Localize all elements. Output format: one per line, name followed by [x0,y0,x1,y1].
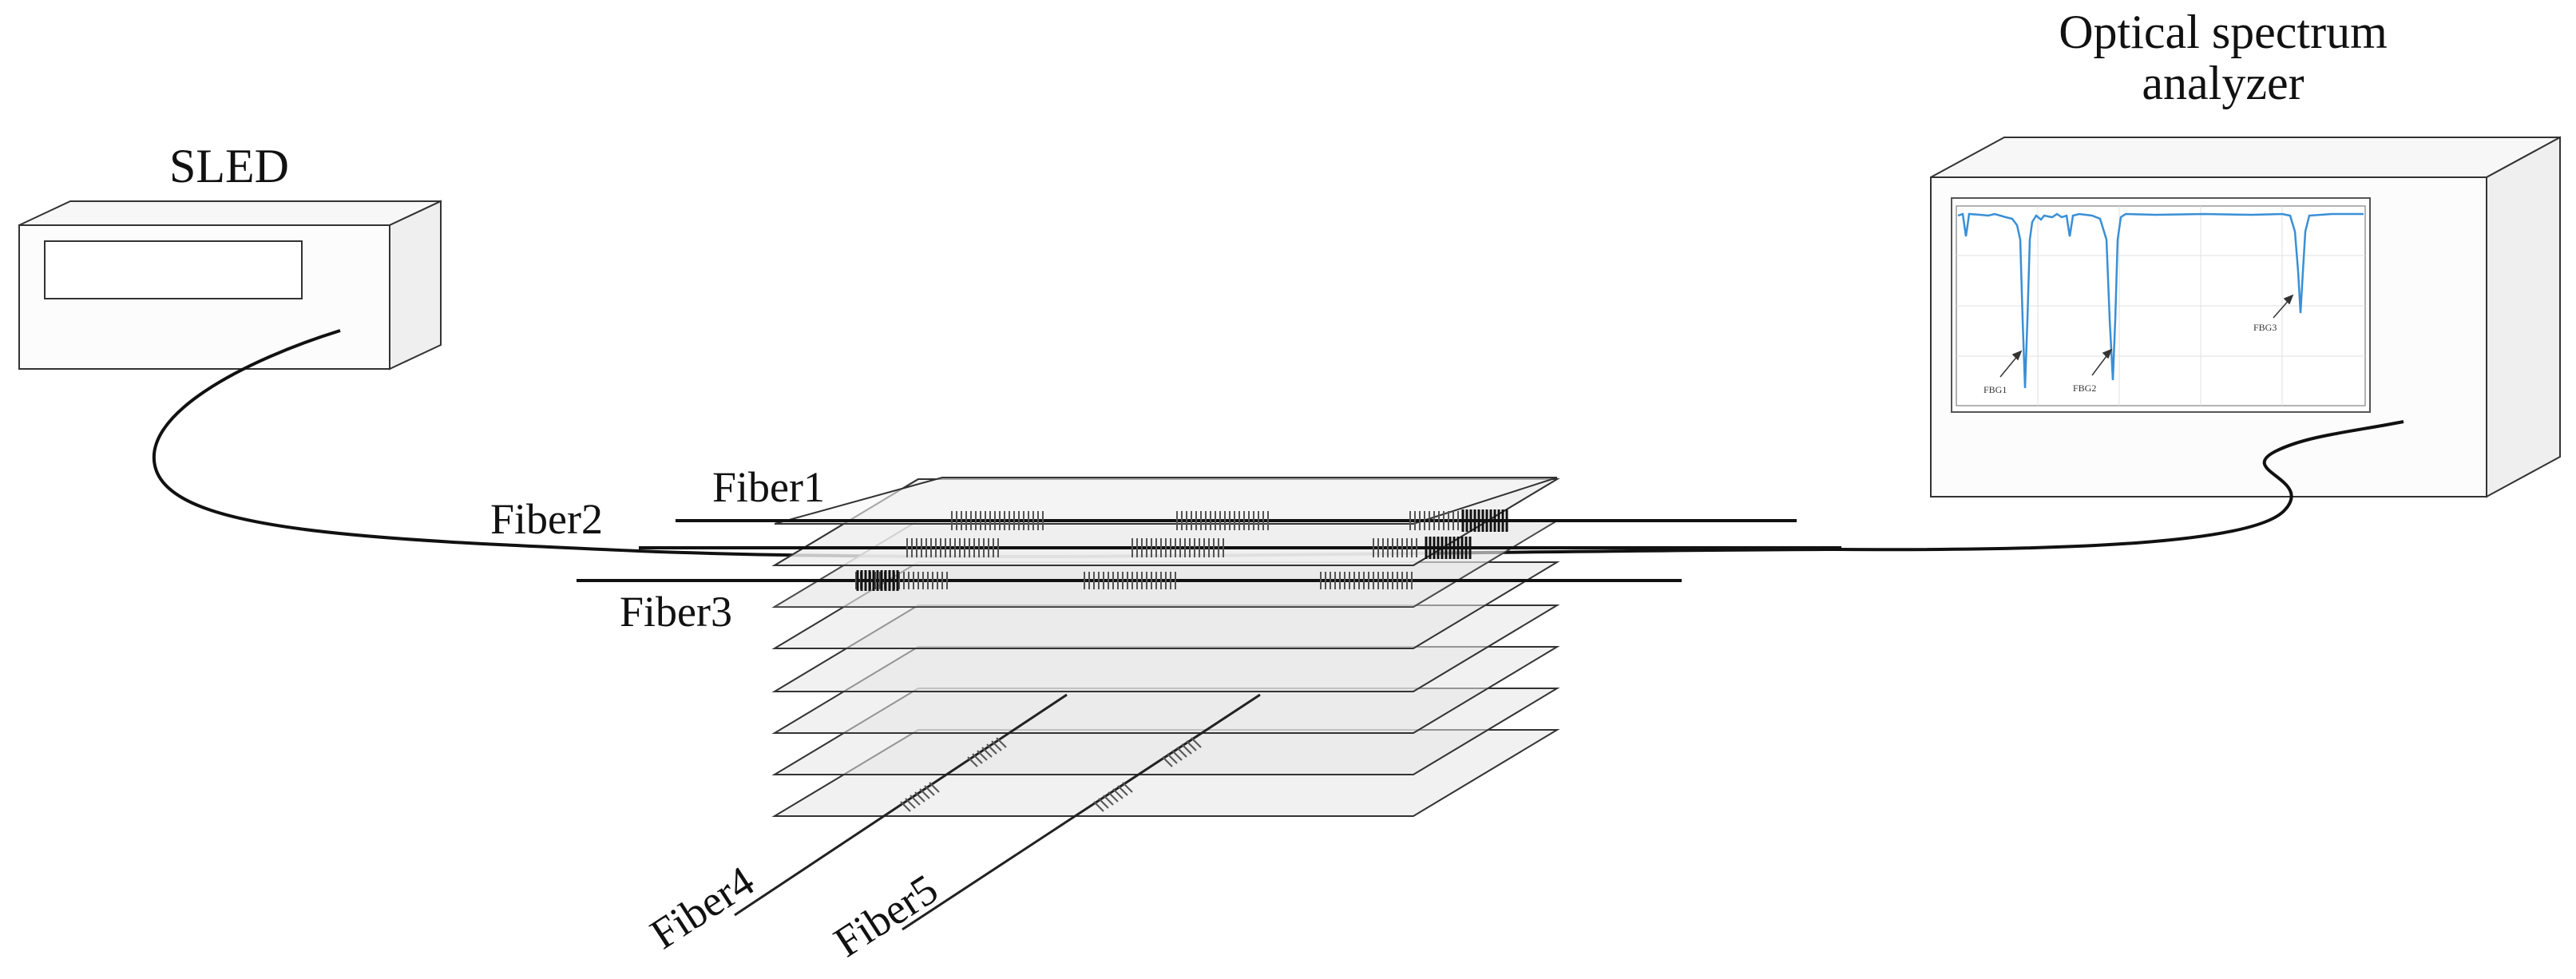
fiber2-dense-grating [1425,537,1472,559]
osa-label-line2: analyzer [2142,57,2304,109]
lower-fibers [734,693,1261,931]
fbg1-label: FBG1 [1984,384,2007,395]
fiber5-label: Fiber5 [826,865,946,966]
fiber5-line [902,693,1261,931]
fiber3-dense-grating [856,570,899,591]
osa-label-line1: Optical spectrum [2059,6,2388,58]
fiber2-gratings [906,538,1417,557]
sled-label: SLED [169,140,289,192]
fiber1-gratings [951,511,1459,530]
fiber1-dense-grating [1461,509,1508,532]
fbg-annotations [1999,294,2294,378]
fbg3-label: FBG3 [2253,322,2277,333]
fbg2-label: FBG2 [2073,382,2096,394]
fiber4-gratings [900,737,1007,812]
fiber4-line [734,693,1068,917]
osa-device [1930,136,2561,498]
sled-device [18,200,442,371]
spectrum-trace [1957,212,2364,389]
fiber5-gratings [1093,737,1202,812]
fiber1-label: Fiber1 [712,463,825,511]
osa-grid [1956,206,2365,406]
osa-input-fiber [1836,420,2404,552]
fiber4-label: Fiber4 [642,857,763,958]
fiber3-label: Fiber3 [620,588,732,636]
sled-display [44,240,303,299]
fiber2-label: Fiber2 [490,495,603,543]
